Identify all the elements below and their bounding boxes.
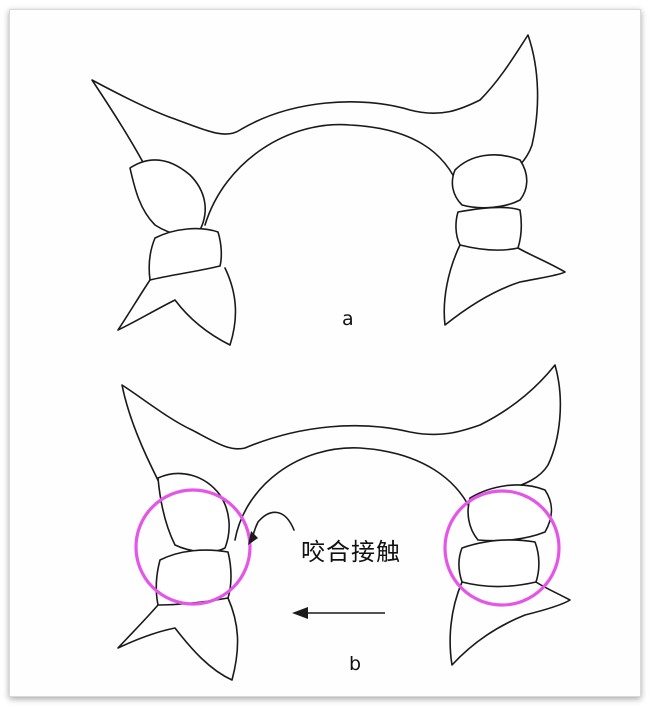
diagram-b [118, 365, 570, 680]
root-b-lower-left [118, 598, 238, 680]
direction-arrow-head [292, 607, 308, 619]
tooth-a-lower-right [456, 207, 521, 250]
occlusal-contact-label: 咬合接触 [301, 532, 401, 567]
contact-pointer-curve [252, 512, 294, 540]
root-a-lower-left [118, 268, 235, 345]
tooth-b-upper-left [158, 473, 229, 552]
label-b: b [349, 653, 361, 675]
tooth-a-upper-left [130, 160, 205, 235]
label-a: a [342, 308, 354, 330]
tooth-a-lower-left [149, 229, 221, 280]
root-a-lower-right [444, 245, 565, 325]
tooth-b-lower-right [459, 540, 539, 587]
arch-a-inner [205, 125, 460, 225]
arch-b-inner [235, 448, 475, 540]
tooth-a-upper-right [452, 155, 526, 208]
diagram-a [92, 35, 565, 345]
tooth-b-upper-right [468, 485, 551, 541]
arch-a-outer [92, 35, 538, 180]
